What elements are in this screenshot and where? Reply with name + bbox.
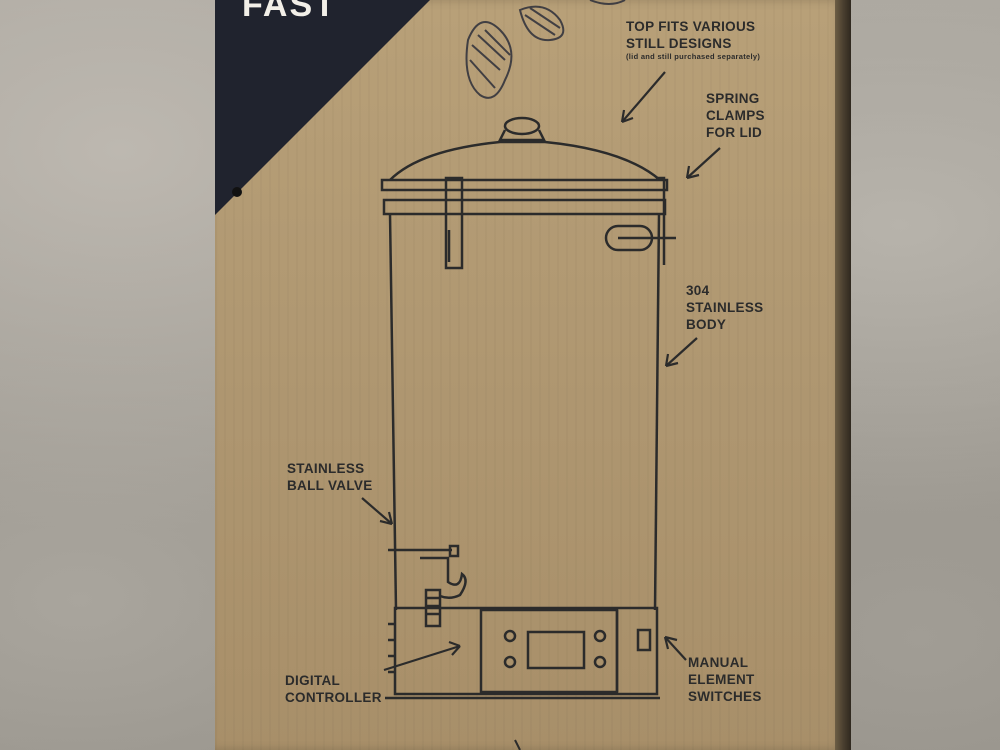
controller-base [385,606,660,700]
lid [389,116,661,181]
label-top-fits-note: (lid and still purchased separately) [626,52,761,61]
label-element-switches: MANUAL ELEMENT SWITCHES [688,655,762,704]
label-digital-controller: DIGITAL CONTROLLER [285,673,382,705]
label-ball-valve: STAINLESS BALL VALVE [287,461,373,493]
ink-scribble [465,0,626,99]
spring-clamp-right [604,176,676,265]
navy-corner-banner [215,0,430,215]
box-side-edge [835,0,851,750]
cardboard-box [215,0,845,750]
label-top-fits: TOP FITS VARIOUS STILL DESIGNS (lid and … [626,19,761,61]
pot-rim [380,178,669,216]
box-puncture-hole [232,187,242,197]
spring-clamp-left [444,176,464,270]
bottom-mark [514,739,521,750]
brand-word: FAST [242,0,337,24]
label-spring-clamps: SPRING CLAMPS FOR LID [706,91,765,140]
ball-valve [388,544,467,628]
label-stainless-body: 304 STAINLESS BODY [686,283,764,332]
pot-body [388,213,661,611]
annotation-arrows [361,71,721,672]
